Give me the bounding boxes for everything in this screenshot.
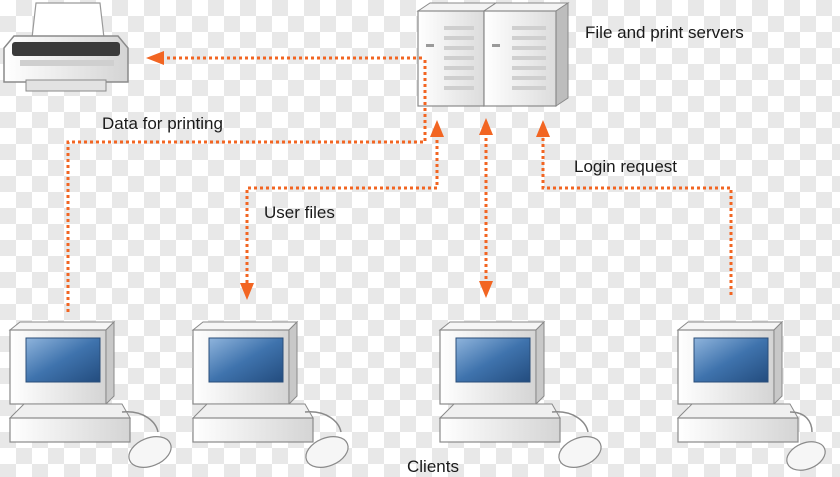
computer-icon [438,320,602,468]
printer-icon [3,2,129,92]
computer-icon [676,320,826,471]
data-for-printing-label: Data for printing [102,114,223,133]
data-for-printing-path [66,58,427,312]
login-request-label: Login request [574,157,678,176]
arrow-head-user-files-up [430,120,444,137]
user-files-path [245,134,439,286]
clients-label: Clients [407,457,459,476]
computer-icon [191,320,349,468]
arrow-head-printer [146,51,164,65]
arrow-head-user-files-down [240,283,254,300]
servers-label: File and print servers [585,23,744,42]
user-files-label: User files [264,203,335,222]
arrow-head-bidirectional-down [479,281,493,298]
computer-icon [8,320,172,468]
arrow-head-bidirectional-up [479,118,493,135]
arrow-head-login [536,120,550,137]
login-request-path [541,134,733,295]
server-icon [482,2,570,107]
